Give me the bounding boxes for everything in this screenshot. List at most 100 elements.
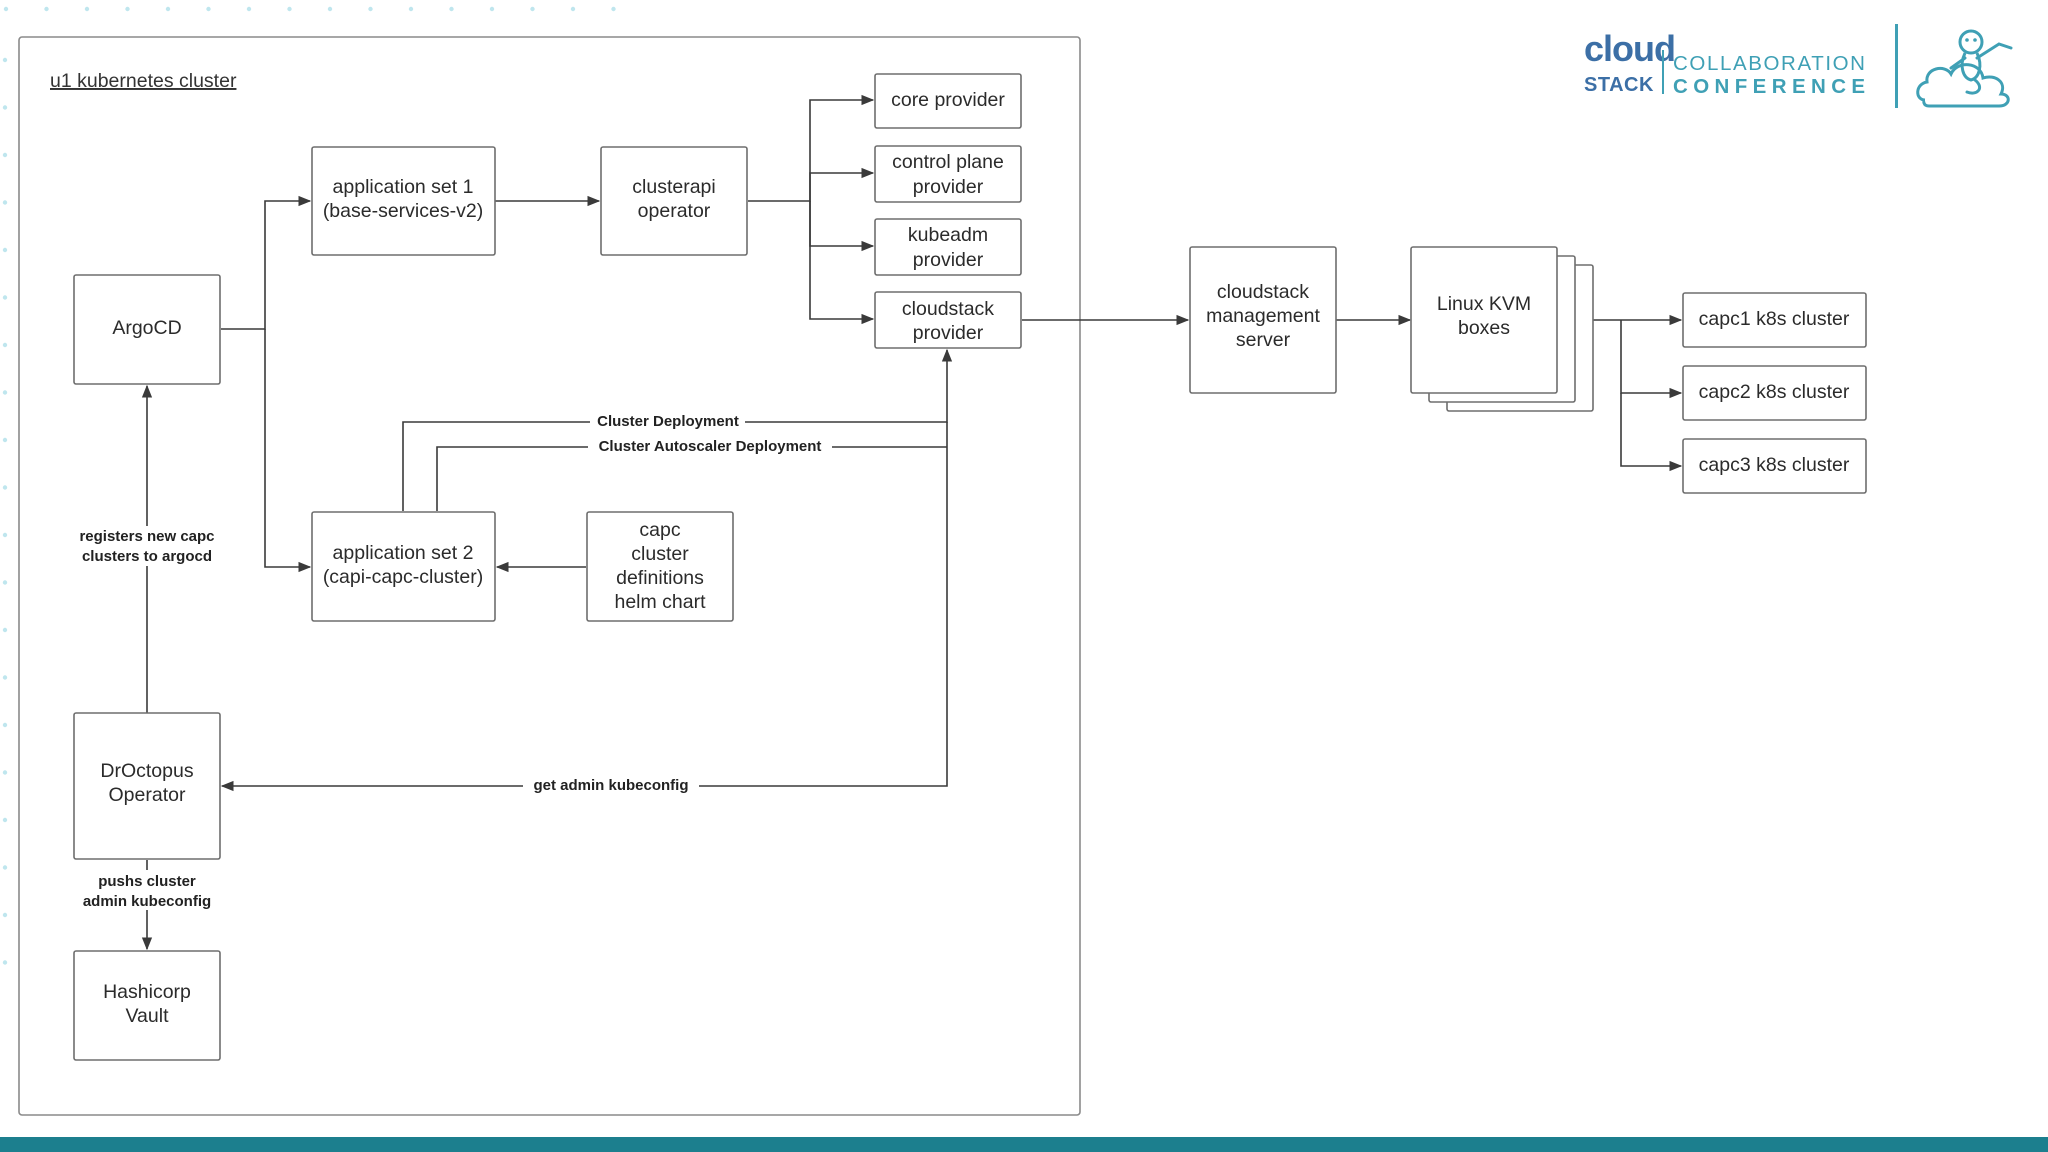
decorative-dot (84, 6, 90, 12)
logo-divider-vertical (1895, 24, 1898, 108)
decorative-dot (2, 105, 8, 110)
argocd-label: ArgoCD (112, 317, 181, 339)
mgmt-label-line3: server (1236, 329, 1291, 351)
node-helm-chart[interactable]: capc cluster definitions helm chart (586, 511, 734, 622)
decorative-dot (2, 580, 8, 585)
u1-cluster-frame (18, 36, 1081, 1116)
decorative-dot (2, 390, 8, 395)
node-appset1[interactable]: application set 1 (base-services-v2) (311, 146, 496, 256)
decorative-dot (2, 770, 8, 775)
edge-labels: Cluster Deployment Cluster Autoscaler De… (70, 411, 832, 910)
mgmt-label-line1: cloudstack (1217, 281, 1309, 303)
decorative-dot (165, 6, 171, 12)
node-droctopus-operator[interactable]: DrOctopus Operator (73, 712, 221, 860)
node-core-provider[interactable]: core provider (874, 73, 1022, 129)
logo-stack-text: STACK (1584, 74, 1654, 96)
appset2-label-line1: application set 2 (333, 542, 474, 564)
pushes-label-line2: admin kubeconfig (83, 893, 211, 910)
get-kubeconfig-label: get admin kubeconfig (533, 777, 688, 794)
edge-kvm-capc2 (1620, 320, 1683, 399)
droctopus-label-line1: DrOctopus (100, 760, 193, 782)
kvm-stack-front (1410, 246, 1558, 394)
decorative-dot (2, 627, 8, 633)
controlplane-label-line1: control plane (892, 151, 1004, 173)
clusterapi-label-line1: clusterapi (632, 176, 715, 198)
registers-label-line1: registers new capc (79, 528, 214, 545)
decorative-dots (2, 6, 616, 965)
kvm-label-line2: boxes (1458, 317, 1510, 339)
node-capc1-cluster[interactable]: capc1 k8s cluster (1682, 292, 1867, 348)
helmchart-label-line3: definitions (616, 567, 704, 589)
edge-clusterapi-kubeadm (809, 201, 875, 252)
node-linux-kvm-boxes[interactable]: Linux KVM boxes (1410, 246, 1594, 412)
appset2-label-line2: (capi-capc-cluster) (323, 566, 483, 588)
decorative-dot (2, 865, 8, 870)
decorative-dot (368, 6, 373, 12)
kvm-label-line1: Linux KVM (1437, 293, 1531, 315)
node-control-plane-provider[interactable]: control plane provider (874, 145, 1022, 203)
decorative-dot (287, 6, 292, 12)
monkey-on-cloud-icon (1916, 29, 2013, 108)
node-clusterapi-operator[interactable]: clusterapi operator (600, 146, 748, 256)
decorative-dot (2, 152, 8, 158)
decorative-dot (2, 342, 8, 348)
node-cloudstack-provider[interactable]: cloudstack provider (874, 291, 1022, 349)
edge-argocd-appset1 (221, 195, 312, 330)
decorative-dot (3, 6, 9, 12)
cluster-deployment-label: Cluster Deployment (597, 413, 739, 430)
helmchart-label-line1: capc (639, 519, 680, 541)
bottom-accent-bar (0, 1137, 2048, 1152)
kubeadm-label-line1: kubeadm (908, 224, 988, 246)
decorative-dot (2, 960, 8, 965)
decorative-dot (449, 6, 454, 12)
node-cloudstack-management-server[interactable]: cloudstack management server (1189, 246, 1337, 394)
node-capc2-cluster[interactable]: capc2 k8s cluster (1682, 365, 1867, 421)
logo-conference-text: CONFERENCE (1673, 75, 1871, 98)
helmchart-label-line4: helm chart (614, 591, 706, 613)
edge-autoscaler-deployment (436, 446, 947, 511)
decorative-dot (530, 6, 535, 12)
decorative-dot (2, 722, 8, 728)
node-appset2[interactable]: application set 2 (capi-capc-cluster) (311, 511, 496, 622)
decorative-dot (2, 437, 8, 443)
decorative-dot (2, 200, 8, 205)
droctopus-label-line2: Operator (109, 784, 186, 806)
clusterapi-label-line2: operator (638, 200, 711, 222)
appset1-label-line1: application set 1 (333, 176, 474, 198)
controlplane-label-line2: provider (913, 176, 984, 198)
core-provider-label: core provider (891, 89, 1005, 111)
capc3-label: capc3 k8s cluster (1699, 454, 1850, 476)
decorative-dot (570, 6, 576, 12)
decorative-dot (44, 6, 49, 12)
appset1-label-line2: (base-services-v2) (323, 200, 483, 222)
edge-clusterapi-core (748, 94, 875, 202)
cluster-title: u1 kubernetes cluster (50, 70, 237, 92)
edge-argocd-appset2 (264, 329, 312, 573)
decorative-dot (408, 6, 414, 12)
vault-label-line1: Hashicorp (103, 981, 191, 1003)
mgmt-label-line2: management (1206, 305, 1320, 327)
node-argocd[interactable]: ArgoCD (73, 274, 221, 385)
decorative-dot (2, 912, 8, 918)
decorative-dot (206, 6, 211, 12)
registers-label-line2: clusters to argocd (82, 548, 212, 565)
decorative-dot (611, 6, 616, 12)
label-pushes: pushs cluster admin kubeconfig (74, 870, 220, 910)
decorative-dot (327, 6, 333, 12)
label-autoscaler-deployment: Cluster Autoscaler Deployment (588, 436, 832, 456)
edge-clusterapi-controlplane (809, 167, 875, 201)
vault-label-line2: Vault (126, 1005, 170, 1027)
decorative-dot (2, 532, 8, 538)
decorative-dot (2, 57, 8, 63)
pushes-label-line1: pushs cluster (98, 873, 196, 890)
label-registers: registers new capc clusters to argocd (70, 526, 224, 566)
node-hashicorp-vault[interactable]: Hashicorp Vault (73, 950, 221, 1061)
decorative-dot (2, 817, 8, 823)
node-capc3-cluster[interactable]: capc3 k8s cluster (1682, 438, 1867, 494)
capc1-label: capc1 k8s cluster (1699, 308, 1850, 330)
cloudstack-provider-label-line2: provider (913, 322, 984, 344)
node-kubeadm-provider[interactable]: kubeadm provider (874, 218, 1022, 276)
label-get-kubeconfig: get admin kubeconfig (523, 775, 699, 795)
decorative-dot (2, 675, 8, 680)
